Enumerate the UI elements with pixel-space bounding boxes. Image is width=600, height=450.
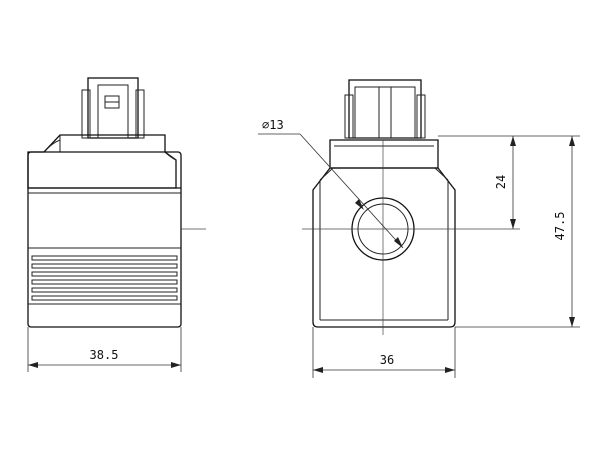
side-shoulder [27, 134, 177, 189]
center-height-label: 24 [494, 175, 508, 189]
front-body [312, 167, 456, 328]
front-view: ⌀13 36 24 47.5 [258, 79, 580, 378]
hole-diameter-dimension: ⌀13 [258, 118, 404, 249]
center-height-dimension: 24 [438, 135, 520, 229]
side-width-label: 38.5 [90, 348, 119, 362]
side-connector [81, 77, 145, 139]
front-connector [344, 79, 426, 139]
side-view: 38.5 [27, 77, 206, 372]
side-width-dimension: 38.5 [27, 327, 182, 372]
side-ribs [28, 247, 181, 305]
front-width-dimension: 36 [312, 327, 456, 378]
total-height-dimension: 47.5 [455, 135, 580, 328]
total-height-label: 47.5 [553, 212, 567, 241]
front-width-label: 36 [380, 353, 394, 367]
side-body [27, 151, 182, 328]
hole-diameter-label: ⌀13 [262, 118, 284, 132]
front-cap [329, 139, 439, 169]
